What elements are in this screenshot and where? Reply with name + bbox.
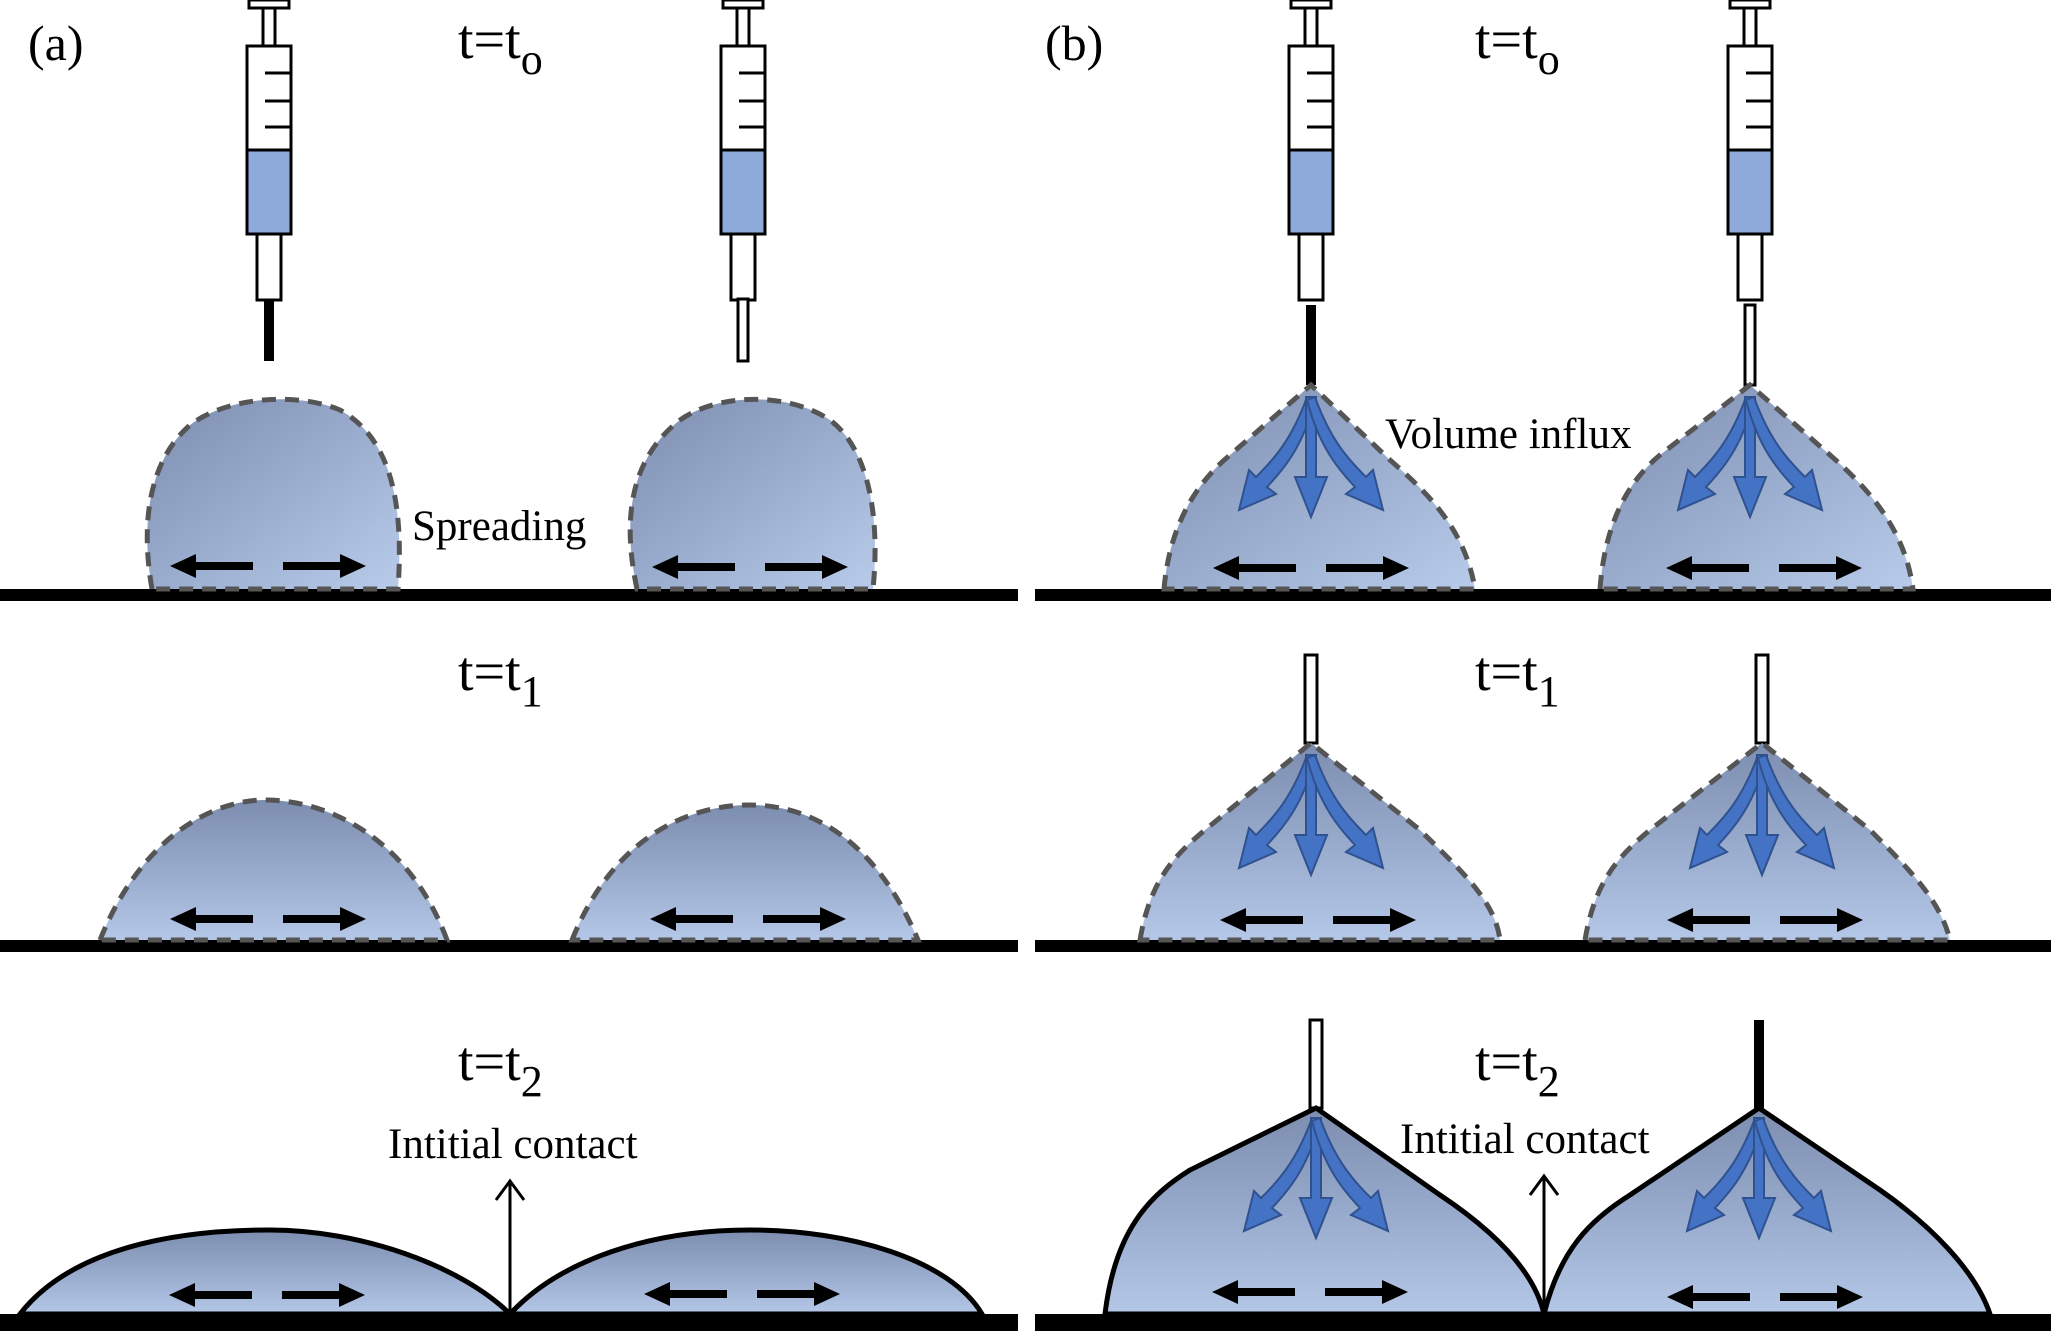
time-label-a-row2: t=t1 — [458, 641, 543, 716]
needle-b1-row2 — [1303, 653, 1319, 745]
spread-right-arrow — [1779, 556, 1862, 580]
flow-arrow-left — [1685, 1116, 1765, 1233]
spread-pair-b1-row3 — [1212, 1280, 1408, 1304]
spread-left-arrow — [1667, 1285, 1750, 1309]
droplet-a2-row2 — [568, 802, 922, 943]
flow-fan-b1-row3 — [1242, 1116, 1390, 1241]
syringe-a1 — [245, 0, 293, 361]
spread-left-arrow — [1212, 1280, 1295, 1304]
spread-pair-a2-row1 — [652, 555, 848, 579]
flow-fan-b1-row1 — [1237, 395, 1385, 520]
spread-left-arrow — [652, 555, 735, 579]
contact-arrow-a — [494, 1178, 526, 1314]
flow-fan-b1-row2 — [1237, 753, 1385, 878]
flow-arrow-right — [1305, 395, 1385, 512]
spread-left-arrow — [1220, 908, 1303, 932]
droplet-a1-row1 — [144, 396, 402, 592]
time-label-a-row1: t=to — [458, 9, 543, 84]
spread-right-arrow — [282, 1283, 365, 1307]
spread-left-arrow — [169, 1283, 252, 1307]
panel-label-a: (a) — [28, 15, 84, 71]
spread-arrows-b — [1212, 556, 1863, 1309]
droplet-a1-row2 — [96, 797, 451, 943]
droplet-a1-row3 — [14, 1227, 517, 1317]
spreading-label: Spreading — [412, 503, 586, 550]
flow-arrow-left — [1237, 753, 1317, 870]
flow-arrow-right — [1753, 1116, 1833, 1233]
spread-left-arrow — [170, 554, 253, 578]
spread-arrows-a — [169, 554, 848, 1307]
needle-b2-row2 — [1754, 653, 1770, 745]
flow-arrow-left — [1242, 1116, 1322, 1233]
spread-right-arrow — [1333, 908, 1416, 932]
substrate-b-row3 — [1035, 1314, 2051, 1331]
spread-pair-a1-row3 — [169, 1283, 365, 1307]
spread-right-arrow — [283, 907, 366, 931]
spread-pair-a1-row1 — [170, 554, 366, 578]
initial-contact-label-b: Intitial contact — [1400, 1116, 1650, 1163]
spread-pair-b2-row3 — [1667, 1285, 1863, 1309]
flow-fan-b2-row1 — [1676, 395, 1824, 520]
spread-right-arrow — [765, 555, 848, 579]
flow-fan-b2-row3 — [1685, 1116, 1833, 1241]
time-label-a-row3: t=t2 — [458, 1031, 543, 1106]
spread-right-arrow — [757, 1282, 840, 1306]
spread-left-arrow — [650, 907, 733, 931]
syringe-b1 — [1287, 0, 1335, 385]
spread-pair-b1-row1 — [1213, 556, 1409, 580]
spread-left-arrow — [644, 1282, 727, 1306]
time-label-b-row1: t=to — [1475, 9, 1560, 84]
needle-b1-row3 — [1308, 1018, 1324, 1110]
flow-arrow-left — [1688, 753, 1768, 870]
spread-pair-a2-row2 — [650, 907, 846, 931]
droplet-a2-row3 — [504, 1227, 987, 1317]
syringe-b2 — [1726, 0, 1774, 387]
time-label-b-row3: t=t2 — [1475, 1031, 1560, 1106]
flow-arrow-right — [1744, 395, 1824, 512]
flow-fan-b2-row2 — [1688, 753, 1836, 878]
initial-contact-label-a: Intitial contact — [388, 1121, 638, 1168]
syringe-a2 — [719, 0, 767, 363]
flow-arrow-right — [1756, 753, 1836, 870]
spread-left-arrow — [1213, 556, 1296, 580]
spread-pair-b2-row2 — [1667, 908, 1863, 932]
time-label-b-row2: t=t1 — [1475, 641, 1560, 716]
panel-b: (b) t=to Volume influx t=t1 t=t2 Intitia… — [1045, 0, 1994, 1317]
flow-arrow-left — [1676, 395, 1756, 512]
panel-a: (a) t=to Spreading t=t1 t=t2 Intitial co… — [14, 0, 987, 1317]
spread-right-arrow — [283, 554, 366, 578]
spread-left-arrow — [1666, 556, 1749, 580]
spread-pair-b2-row1 — [1666, 556, 1862, 580]
spread-pair-a2-row3 — [644, 1282, 840, 1306]
substrate-b-row1 — [1035, 589, 2051, 601]
substrate-a-row3 — [0, 1314, 1018, 1331]
droplet-a2-row1 — [627, 396, 878, 592]
spread-pair-b1-row2 — [1220, 908, 1416, 932]
flow-arrow-right — [1310, 1116, 1390, 1233]
spread-right-arrow — [1780, 1285, 1863, 1309]
substrate-a-row2 — [0, 940, 1018, 952]
spread-right-arrow — [1780, 908, 1863, 932]
spread-left-arrow — [170, 907, 253, 931]
spread-right-arrow — [763, 907, 846, 931]
flow-arrow-left — [1237, 395, 1317, 512]
needle-b2-row3 — [1754, 1020, 1764, 1108]
contact-arrow-b — [1528, 1173, 1560, 1314]
flow-arrow-right — [1305, 753, 1385, 870]
substrate-a-row1 — [0, 589, 1018, 601]
volume-influx-label: Volume influx — [1385, 411, 1631, 458]
substrate-lines — [0, 589, 2051, 1331]
spread-pair-a1-row2 — [170, 907, 366, 931]
spread-left-arrow — [1667, 908, 1750, 932]
substrate-b-row2 — [1035, 940, 2051, 952]
flow-arrows-b — [1237, 395, 1836, 1241]
panel-label-b: (b) — [1045, 15, 1103, 71]
spread-right-arrow — [1325, 1280, 1408, 1304]
spread-right-arrow — [1326, 556, 1409, 580]
